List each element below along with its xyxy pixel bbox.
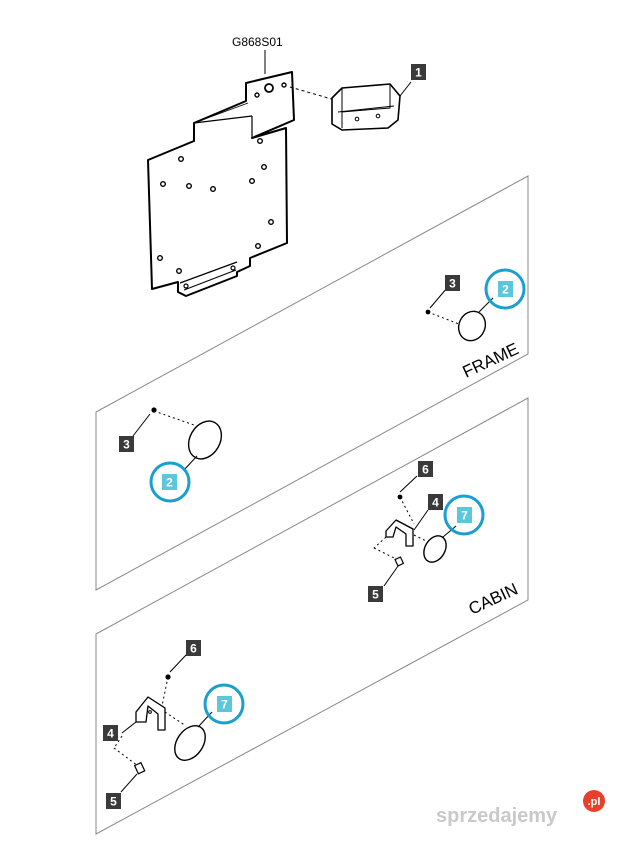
cabin-bracket-assembly-lower (113, 653, 213, 793)
cabin-label: CABIN (466, 579, 521, 618)
svg-text:3: 3 (449, 277, 456, 291)
callout-3-lower: 3 (119, 436, 134, 452)
frame-lens-ring-upper (425, 287, 494, 342)
callout-4-lower: 4 (103, 725, 118, 741)
svg-text:2: 2 (166, 476, 173, 490)
callout-6-lower: 6 (186, 640, 201, 656)
plate-lamp (289, 81, 412, 131)
highlight-ring-2-lower (149, 461, 191, 503)
diagram-code: G868S01 (232, 35, 283, 49)
callout-1: 1 (411, 64, 426, 80)
license-plate-bracket (147, 71, 295, 297)
svg-text:3: 3 (123, 438, 130, 452)
callout-7-upper: 7 (457, 507, 472, 523)
watermark-logo-icon: .pl (583, 790, 605, 812)
frame-variant-panel (95, 175, 529, 591)
svg-text:5: 5 (110, 795, 117, 809)
callout-3-upper: 3 (445, 275, 460, 291)
callout-2-upper: 2 (498, 281, 513, 297)
callout-4-upper: 4 (428, 494, 443, 510)
highlight-ring-7-lower (203, 683, 245, 725)
cabin-bracket-assembly-upper (373, 475, 457, 587)
callout-5-upper: 5 (368, 586, 383, 602)
callout-6-upper: 6 (418, 461, 433, 477)
cabin-variant-panel (95, 397, 529, 835)
svg-text:2: 2 (502, 283, 509, 297)
frame-lens-ring-lower (132, 407, 223, 471)
svg-text:6: 6 (422, 463, 429, 477)
svg-text:6: 6 (190, 642, 197, 656)
highlight-ring-7-upper (443, 494, 485, 536)
svg-text:4: 4 (432, 496, 439, 510)
callout-5-lower: 5 (106, 793, 121, 809)
callout-2-lower: 2 (162, 474, 177, 490)
highlight-ring-2-upper (484, 268, 526, 310)
svg-text:1: 1 (415, 66, 422, 80)
svg-text:4: 4 (107, 727, 114, 741)
watermark: sprzedajemy .pl (436, 790, 605, 827)
svg-text:7: 7 (461, 509, 468, 523)
watermark-text: sprzedajemy (436, 805, 558, 827)
callout-7-lower: 7 (217, 696, 232, 712)
svg-text:.pl: .pl (588, 796, 601, 808)
svg-text:7: 7 (221, 698, 228, 712)
svg-text:5: 5 (372, 588, 379, 602)
frame-label: FRAME (460, 339, 522, 381)
